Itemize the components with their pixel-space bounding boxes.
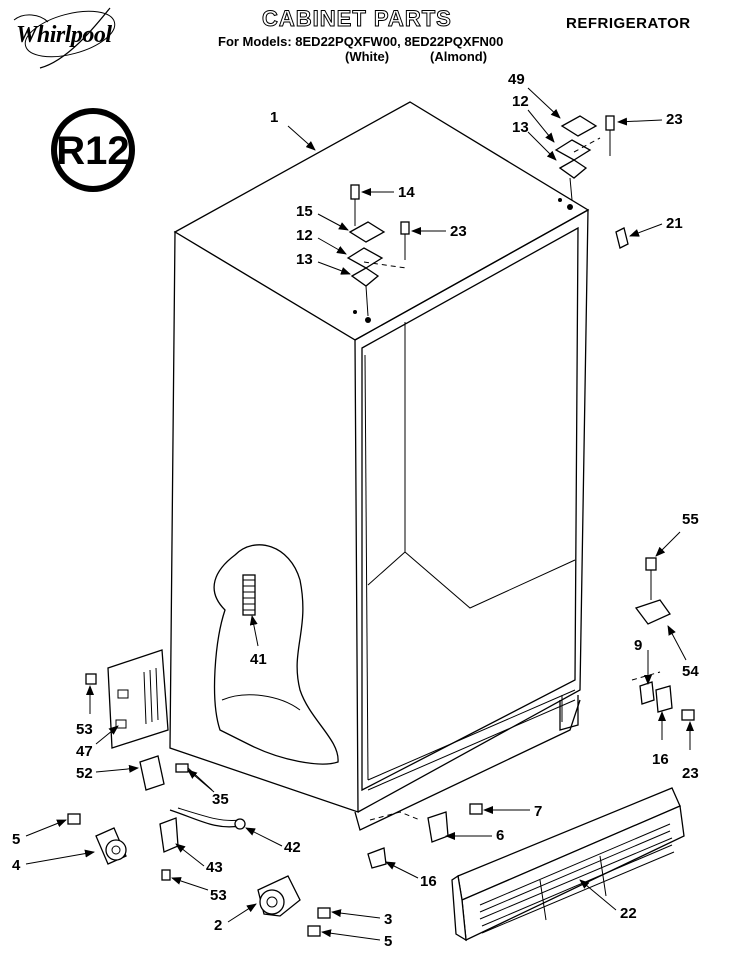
leader-lines xyxy=(25,87,694,941)
part-42-tube xyxy=(169,809,241,828)
brand-logo: Whirlpool xyxy=(16,22,112,48)
part-41-spring xyxy=(242,574,256,616)
part-55-screw xyxy=(645,557,657,571)
r12-refrigerant-badge: R12 xyxy=(51,108,135,192)
callout-53-bottom: 53 xyxy=(210,887,227,904)
callout-42: 42 xyxy=(284,839,301,856)
callout-49: 49 xyxy=(508,71,525,88)
callout-23-top: 23 xyxy=(666,111,683,128)
part-6-bracket xyxy=(427,811,449,843)
callout-7: 7 xyxy=(534,803,542,820)
callout-52: 52 xyxy=(76,765,93,782)
callout-13-center: 13 xyxy=(296,251,313,268)
cabinet-shell xyxy=(169,101,590,831)
callout-53-top: 53 xyxy=(76,721,93,738)
callout-2: 2 xyxy=(214,917,222,934)
part-2-roller xyxy=(257,875,301,917)
callout-14: 14 xyxy=(398,184,415,201)
part-23-screw-right xyxy=(681,709,695,721)
part-5-screw-top xyxy=(67,813,81,825)
callout-5-bottom: 5 xyxy=(384,933,392,950)
callout-16-right: 16 xyxy=(652,751,669,768)
screw-53-bottom xyxy=(161,869,171,881)
page-title: CABINET PARTS xyxy=(262,6,452,32)
callout-1: 1 xyxy=(270,109,278,126)
part-4-roller-assembly xyxy=(95,827,127,865)
whirlpool-logo-icon xyxy=(13,7,116,69)
part-9-bracket xyxy=(639,681,655,705)
part-21-plug xyxy=(615,227,629,249)
callout-23-right: 23 xyxy=(682,765,699,782)
callout-54: 54 xyxy=(682,663,699,680)
callout-16-center: 16 xyxy=(420,873,437,890)
callout-23-center: 23 xyxy=(450,223,467,240)
callout-22: 22 xyxy=(620,905,637,922)
callout-12-top: 12 xyxy=(512,93,529,110)
part-16-clip-right xyxy=(655,685,673,713)
callout-9: 9 xyxy=(634,637,642,654)
part-52-clip xyxy=(139,755,165,791)
callout-15: 15 xyxy=(296,203,313,220)
part-35-screw xyxy=(175,763,189,773)
callout-6: 6 xyxy=(496,827,504,844)
callout-5-left: 5 xyxy=(12,831,20,848)
callout-13-top: 13 xyxy=(512,119,529,136)
appliance-type: REFRIGERATOR xyxy=(566,15,691,32)
callout-12-center: 12 xyxy=(296,227,313,244)
variant-almond: (Almond) xyxy=(430,49,488,64)
callout-35: 35 xyxy=(212,791,229,808)
part-54-bracket xyxy=(634,599,671,625)
callout-3: 3 xyxy=(384,911,392,928)
top-right-hinge-assembly xyxy=(554,115,615,201)
part-7-screw xyxy=(469,803,483,815)
callout-21: 21 xyxy=(666,215,683,232)
part-47-bracket xyxy=(107,649,169,749)
screw-53-top xyxy=(85,673,97,685)
badge-text: R12 xyxy=(56,129,129,173)
model-numbers: For Models: 8ED22PQXFW00, 8ED22PQXFN00 xyxy=(218,34,504,49)
center-hinge-assembly xyxy=(346,184,410,317)
part-3-screw xyxy=(317,907,331,919)
part-16-clip-center xyxy=(367,847,387,869)
callout-55: 55 xyxy=(682,511,699,528)
callout-43: 43 xyxy=(206,859,223,876)
part-5-screw-bottom xyxy=(307,925,321,937)
variant-white: (White) xyxy=(345,49,390,64)
callout-47: 47 xyxy=(76,743,93,760)
callout-41: 41 xyxy=(250,651,267,668)
callout-labels: 1 49 12 13 23 14 15 12 23 13 21 55 54 9 … xyxy=(12,71,699,950)
callout-4: 4 xyxy=(12,857,21,874)
part-22-base-grille xyxy=(451,787,685,942)
part-43-clip xyxy=(159,817,179,853)
